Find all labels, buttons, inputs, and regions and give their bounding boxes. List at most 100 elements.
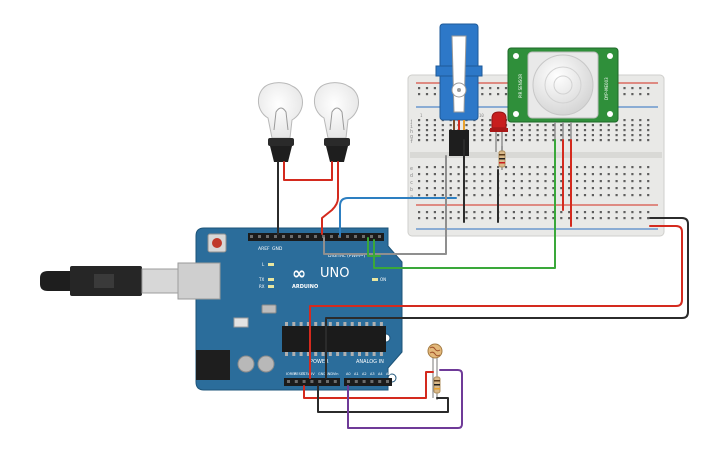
chip-leg: [314, 352, 318, 356]
gnd-label: GND: [272, 246, 283, 252]
breadboard-hole: [583, 166, 587, 169]
breadboard-hole: [504, 93, 508, 96]
header-pin: [354, 380, 358, 383]
breadboard-hole: [583, 139, 587, 142]
breadboard-hole: [520, 129, 523, 132]
breadboard-hole: [465, 166, 468, 169]
tx-led-label: TX: [258, 277, 264, 282]
pin-label: Vin: [333, 372, 339, 376]
arduino-model-label: UNO: [320, 266, 349, 281]
breadboard-hole: [560, 194, 563, 197]
bulb-socket-base: [270, 146, 292, 162]
chip-leg: [306, 322, 310, 326]
breadboard-hole: [639, 134, 642, 137]
breadboard-hole: [441, 217, 444, 220]
breadboard-hole: [504, 166, 508, 169]
breadboard-hole: [568, 187, 571, 190]
breadboard-hole: [552, 124, 555, 127]
breadboard-hole: [418, 180, 421, 183]
chip-leg: [343, 322, 347, 326]
breadboard-hole: [489, 211, 492, 214]
breadboard-hole: [497, 134, 500, 137]
pin-label: IOREF: [286, 372, 296, 376]
breadboard-hole: [512, 129, 515, 132]
breadboard-hole: [615, 211, 618, 214]
header-pin: [294, 380, 298, 383]
breadboard-hole: [489, 139, 492, 142]
breadboard-hole: [560, 139, 563, 142]
row-letter: j: [410, 119, 413, 125]
breadboard-hole: [631, 166, 634, 169]
breadboard-hole: [568, 129, 571, 132]
breadboard-hole: [623, 124, 626, 127]
breadboard-hole: [504, 173, 508, 176]
breadboard-hole: [489, 166, 492, 169]
header-pin: [330, 235, 333, 238]
header-pin: [258, 235, 261, 238]
breadboard-hole: [647, 134, 650, 137]
breadboard-hole: [639, 180, 642, 183]
breadboard-hole: [418, 173, 421, 176]
breadboard-hole: [418, 93, 421, 96]
breadboard-hole: [512, 139, 515, 142]
breadboard-hole: [631, 180, 634, 183]
pin-label: GND: [318, 372, 326, 376]
breadboard-hole: [647, 124, 650, 127]
breadboard-hole: [512, 187, 515, 190]
breadboard-hole: [504, 211, 508, 214]
breadboard-hole: [504, 139, 508, 142]
breadboard-hole: [512, 211, 515, 214]
servo-horn: [451, 35, 467, 113]
breadboard-hole: [489, 124, 492, 127]
breadboard-hole: [623, 173, 626, 176]
reset-button-cap: [212, 238, 222, 248]
breadboard-hole: [591, 173, 594, 176]
breadboard-hole: [647, 129, 650, 132]
breadboard-hole: [528, 129, 531, 132]
breadboard-hole: [504, 217, 508, 220]
breadboard-hole: [591, 134, 594, 137]
breadboard-hole: [568, 139, 571, 142]
breadboard-hole: [583, 124, 587, 127]
chip-leg: [299, 352, 303, 356]
breadboard-hole: [583, 194, 587, 197]
breadboard-hole: [528, 166, 531, 169]
row-letter: g: [410, 134, 413, 140]
wire-black: [325, 217, 689, 379]
pir-left-label: PIR SENSOR: [518, 74, 523, 98]
breadboard-hole: [441, 187, 444, 190]
pin-label: A1: [354, 372, 359, 376]
breadboard-hole: [433, 124, 436, 127]
breadboard-hole: [647, 166, 650, 169]
wire-gray: [323, 155, 447, 255]
usb-cable-strain-relief: [40, 271, 72, 291]
breadboard-hole: [544, 211, 547, 214]
breadboard-hole: [418, 134, 421, 137]
breadboard-hole: [552, 139, 555, 142]
breadboard-hole: [433, 180, 436, 183]
chip-leg: [285, 352, 288, 356]
breadboard-hole: [473, 180, 476, 183]
breadboard-hole: [536, 129, 539, 132]
breadboard-hole: [418, 217, 421, 220]
breadboard-hole: [607, 139, 610, 142]
breadboard-hole: [631, 87, 634, 90]
arduino-brand-label: ARDUINO: [292, 284, 318, 290]
breadboard-hole: [552, 187, 555, 190]
breadboard-hole: [536, 166, 539, 169]
breadboard-hole: [631, 139, 634, 142]
breadboard-hole: [568, 173, 571, 176]
breadboard-hole: [520, 124, 523, 127]
breadboard-hole: [473, 217, 476, 220]
breadboard-hole: [552, 194, 555, 197]
breadboard-hole: [639, 87, 642, 90]
breadboard-hole: [631, 217, 634, 220]
breadboard-hole: [441, 166, 444, 169]
row-letter: f: [410, 139, 413, 145]
breadboard-hole: [465, 187, 468, 190]
breadboard-hole: [457, 217, 460, 220]
power-label: POWER: [310, 359, 329, 365]
breadboard-hole: [512, 173, 515, 176]
resistor-led: [498, 146, 506, 170]
breadboard-hole: [473, 124, 476, 127]
